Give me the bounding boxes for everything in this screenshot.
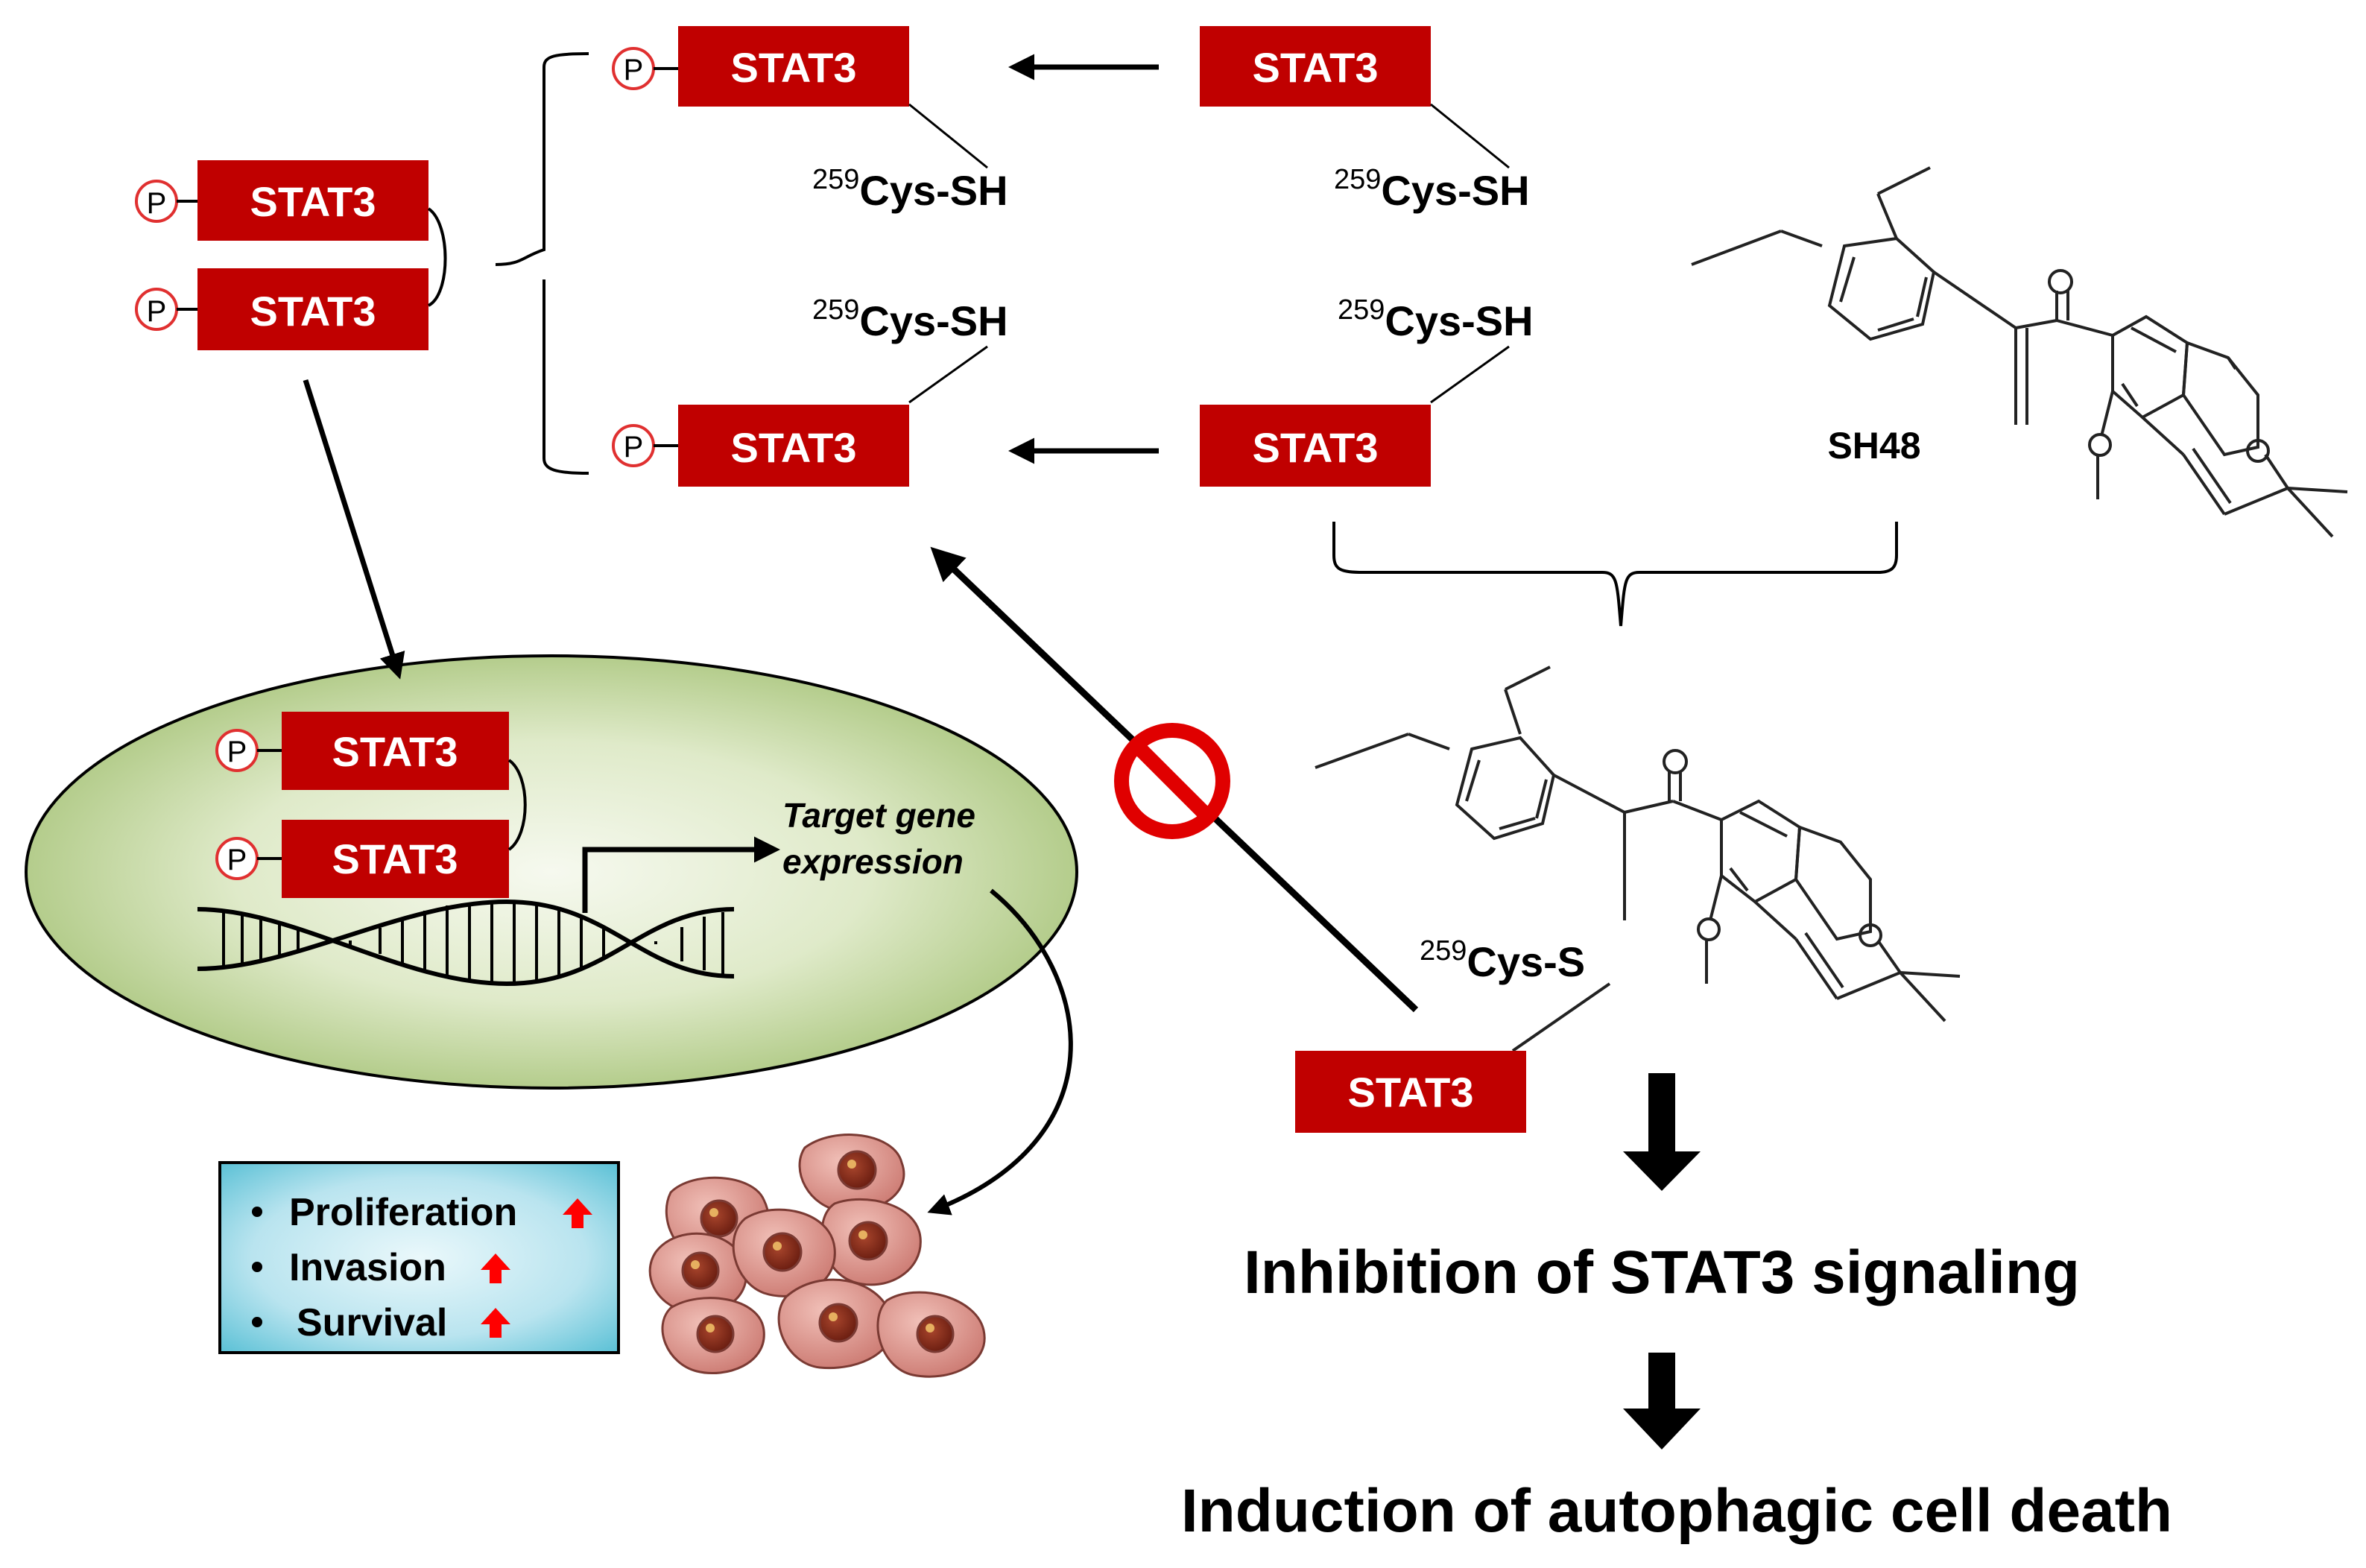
cys259-sh-label: 259Cys-SH [812,294,1008,344]
stat3-box [678,26,909,107]
phospho-label: P [624,54,644,86]
nuclear-translocation-arrow [303,379,405,680]
up-arrow-icon [563,1198,592,1228]
effect-label: Invasion [289,1246,446,1289]
cys259-sh-label: 259Cys-SH [1338,294,1534,344]
stat3-box [1295,1051,1526,1133]
cys259-s-label: 259Cys-S [1420,935,1585,985]
cell-icon [661,1297,765,1375]
outcome-inhibition: Inhibition of STAT3 signaling [1244,1239,2080,1306]
sh48-stat3-adduct-icon [1315,666,1961,1052]
stat3-label: STAT3 [250,288,376,335]
stat3-box [1200,405,1431,487]
stat3-label: STAT3 [332,728,458,775]
effects-box: Proliferation Invasion Survival [218,1161,620,1354]
stat3-box [1200,26,1431,107]
up-arrow-icon [481,1308,510,1338]
cys259-sh-label: 259Cys-SH [1334,164,1530,214]
dna-helix-icon [197,899,735,987]
stat3-monomer-bottom: 259Cys-SH STAT3 [1200,294,1534,487]
cell-icon [798,1134,905,1213]
stat3-label: STAT3 [1347,1069,1473,1116]
outcome-arrow-1 [1623,1073,1701,1191]
stat3-label: STAT3 [1252,424,1378,471]
phospho-label: P [147,295,167,328]
transcription-arrow [582,836,780,913]
target-gene-label-line2: expression [782,842,964,881]
prohibition-icon [1114,723,1230,839]
effect-label: Proliferation [289,1191,517,1234]
reaction-brace [1332,522,1898,627]
stat3-dimer-cytoplasm: P STAT3 P STAT3 [135,160,447,350]
cell-icon [820,1198,922,1286]
stat3-box [197,160,428,241]
cancer-cells-icon [648,1134,986,1378]
stat3-box [282,820,509,898]
stat3-label: STAT3 [250,178,376,225]
phospho-label: P [147,187,167,220]
stat3-monomer-top: STAT3 259Cys-SH [1200,26,1530,214]
gene-to-cells-arrow [927,888,1073,1215]
cell-icon [777,1278,893,1370]
cell-icon [648,1232,747,1315]
stat3-box [678,405,909,487]
sh48-label: SH48 [1827,425,1920,467]
target-gene-label-line1: Target gene [782,796,975,835]
outcome-arrow-2 [1623,1353,1701,1450]
cell-icon [876,1291,986,1378]
stat3-label: STAT3 [1252,44,1378,91]
sh48-structure-icon [1691,166,2348,538]
phospho-label: P [227,844,247,876]
stat3-label: STAT3 [730,424,856,471]
stat3-box [282,712,509,790]
phospho-label: P [624,431,644,464]
effect-item: Invasion [252,1246,510,1289]
stat3-monomer-phospho-top: P STAT3 259Cys-SH [612,26,1008,214]
phospho-label: P [227,736,247,768]
effect-label: Survival [297,1301,447,1344]
dimer-split-bracket [495,52,589,475]
cys259-sh-label: 259Cys-SH [812,164,1008,214]
stat3-label: STAT3 [332,835,458,882]
stat3-dimer-nucleus: P STAT3 P STAT3 [215,712,527,898]
stat3-label: STAT3 [730,44,856,91]
stat3-monomer-phospho-bottom: 259Cys-SH P STAT3 [612,294,1008,487]
effect-item: Survival [252,1301,510,1344]
stat3-box [197,268,428,350]
up-arrow-icon [481,1254,510,1283]
effect-item: Proliferation [252,1191,592,1234]
outcome-autophagy: Induction of autophagic cell death [1181,1477,2172,1545]
stat3-adducted: STAT3 [1295,1051,1526,1133]
